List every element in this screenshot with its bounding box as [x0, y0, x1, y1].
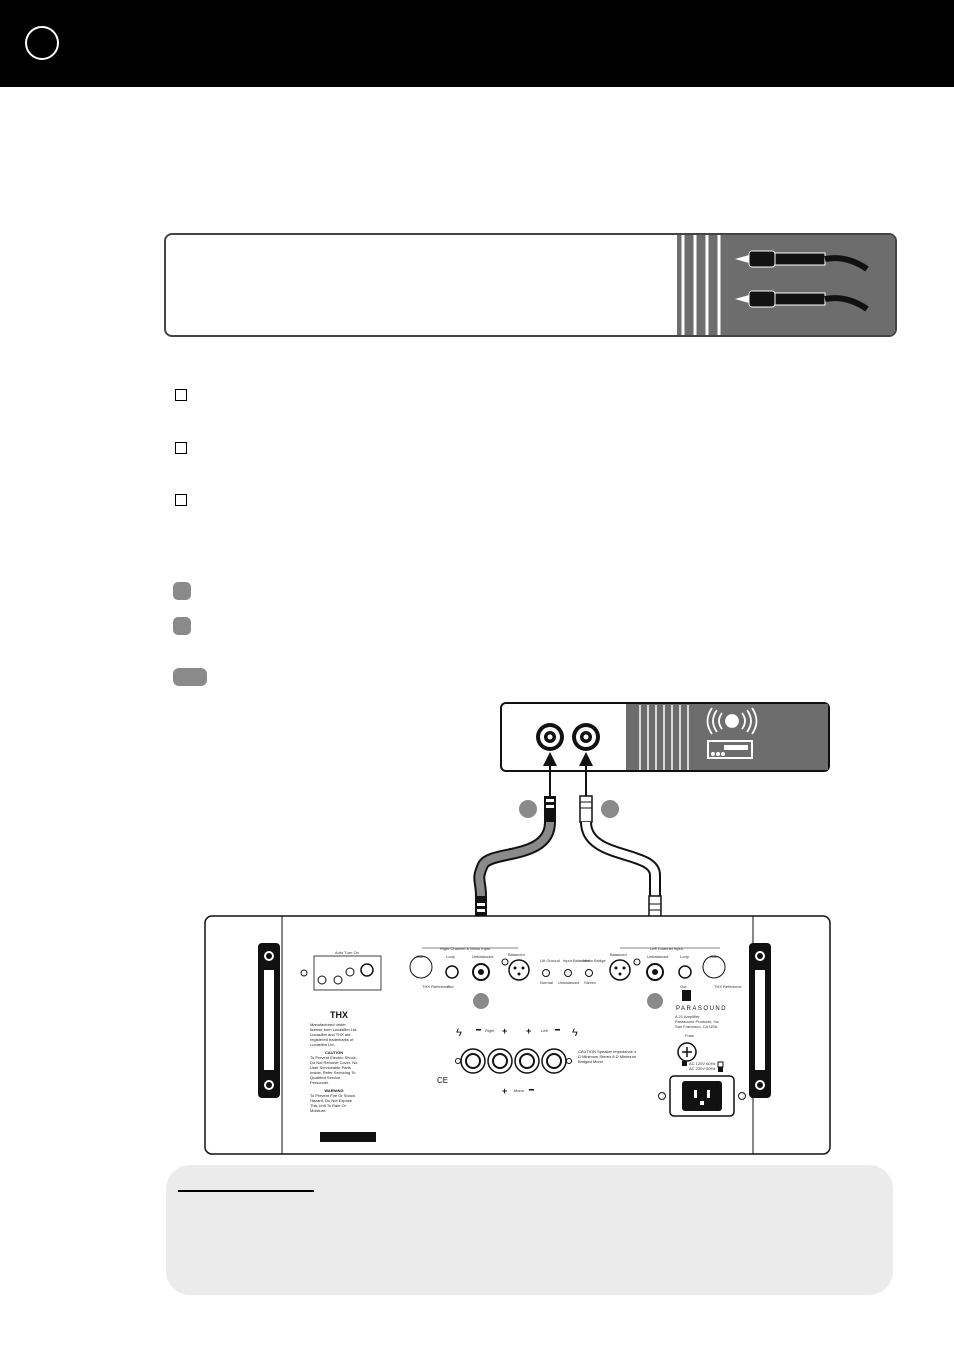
source-component — [500, 702, 830, 772]
right-handle — [749, 943, 771, 1098]
model-label: A 21 Amplifier — [675, 1014, 700, 1019]
amplifier-rear-panel: Auto Turn On Right Channel & Mono Input … — [204, 915, 831, 1155]
parasound-logo — [682, 990, 691, 1001]
out-label-left: Out — [680, 984, 687, 989]
warning-title: WARNING — [324, 1088, 344, 1093]
fuse-label: Fuse — [685, 1033, 695, 1038]
svg-text:+: + — [526, 1026, 531, 1036]
hazard-bolt-icon: ϟ — [572, 1027, 578, 1039]
cable-illustration-panel — [677, 235, 895, 335]
rca-output-jack-right — [572, 723, 600, 751]
ac-power-inlet — [658, 1075, 746, 1117]
caution-title: CAUTION — [324, 1050, 344, 1055]
svg-text:+: + — [502, 1086, 507, 1096]
ce-mark: CE — [437, 1076, 448, 1085]
checkbox-2[interactable] — [175, 442, 187, 454]
normal-label: Normal — [540, 980, 553, 985]
balanced-label-left: Balanced — [610, 952, 627, 957]
hazard-bolt-icon: ϟ — [456, 1027, 462, 1039]
header-bar — [0, 0, 954, 87]
reference-label-left: THX Reference — [714, 984, 742, 989]
voltage-label-1: AC 120V 60Hz — [689, 1061, 715, 1066]
step-marker — [601, 800, 619, 818]
display-panel-icon — [707, 740, 753, 759]
svg-text:+: + — [502, 1026, 507, 1036]
warning-text: To Prevent Fire Or Shock Hazard, Do Not … — [310, 1093, 355, 1113]
input-unbalanced-label: Unbalanced — [558, 980, 579, 985]
right-channel-title: Right Channel & Mono Input — [440, 946, 491, 951]
company-label: Parasound Products, Inc — [675, 1019, 719, 1024]
unbalanced-input-right — [472, 963, 490, 981]
mono-bridge-label: Mono Bridge — [583, 958, 606, 963]
thx-license-text: Manufactured under license from Lucasfil… — [310, 1022, 358, 1047]
stereo-label: Stereo — [584, 980, 597, 985]
reference-label-right: THX Reference — [422, 984, 450, 989]
right-terminals-label: Right — [485, 1028, 495, 1033]
loop-label-left: Loop — [680, 954, 690, 959]
loop-label-right: Loop — [446, 954, 456, 959]
lift-ground-label: Lift Ground — [540, 958, 560, 963]
caution-text: To Prevent Electric Shock, Do Not Remove… — [310, 1055, 358, 1085]
unbalanced-label-right: Unbalanced — [472, 954, 493, 959]
left-handle — [258, 943, 280, 1098]
note-box — [166, 1165, 893, 1295]
step-marker — [647, 993, 663, 1009]
left-terminals-label: Left — [541, 1028, 549, 1033]
section-circle-icon — [25, 26, 59, 60]
step-marker — [519, 800, 537, 818]
speaker-terminals — [455, 1048, 572, 1074]
step-badge-2 — [173, 617, 191, 635]
step-marker — [473, 993, 489, 1009]
rca-plug-icon — [735, 290, 869, 312]
note-heading-underline — [178, 1190, 314, 1192]
checkbox-1[interactable] — [175, 389, 187, 401]
auto-turn-on-block — [313, 955, 382, 991]
thx-logo: THX — [330, 1010, 348, 1020]
connection-diagram: Auto Turn On Right Channel & Mono Input … — [204, 702, 831, 1155]
unbalanced-label-left: Unbalanced — [647, 954, 668, 959]
mono-label: Mono — [514, 1088, 525, 1093]
auto-turn-on-label: Auto Turn On — [335, 950, 359, 955]
balanced-label-right: Balanced — [508, 952, 525, 957]
unbalanced-input-left — [646, 963, 664, 981]
gain-knob-left — [702, 955, 726, 979]
input-balanced-label: Input Balanced — [563, 958, 590, 963]
checkbox-3[interactable] — [175, 494, 187, 506]
audio-source-icon — [706, 707, 758, 735]
city-label: San Francisco, CA USA — [675, 1024, 718, 1029]
speaker-impedance-caution: CAUTION Speaker Impedance 4 Ω Minimum St… — [578, 1049, 637, 1064]
warning-label-sticker — [320, 1132, 376, 1142]
rca-cable-2 — [579, 766, 662, 940]
step-badge-1 — [173, 582, 191, 600]
xlr-input-right — [508, 959, 530, 981]
step-badge-3 — [173, 668, 207, 686]
rca-cable-illustration — [681, 235, 869, 335]
gain-knob-right — [409, 955, 433, 979]
voltage-label-2: AC 230V 50Hz — [689, 1066, 715, 1071]
rca-cable-1 — [473, 766, 556, 940]
rca-plug-icon — [735, 250, 869, 272]
rca-output-jack-left — [536, 723, 564, 751]
out-label-right: Out — [447, 984, 454, 989]
cable-type-box — [164, 233, 897, 337]
left-channel-title: Left Channel Input — [650, 946, 684, 951]
brand-label: PARASOUND — [676, 1006, 727, 1012]
xlr-input-left — [609, 959, 631, 981]
